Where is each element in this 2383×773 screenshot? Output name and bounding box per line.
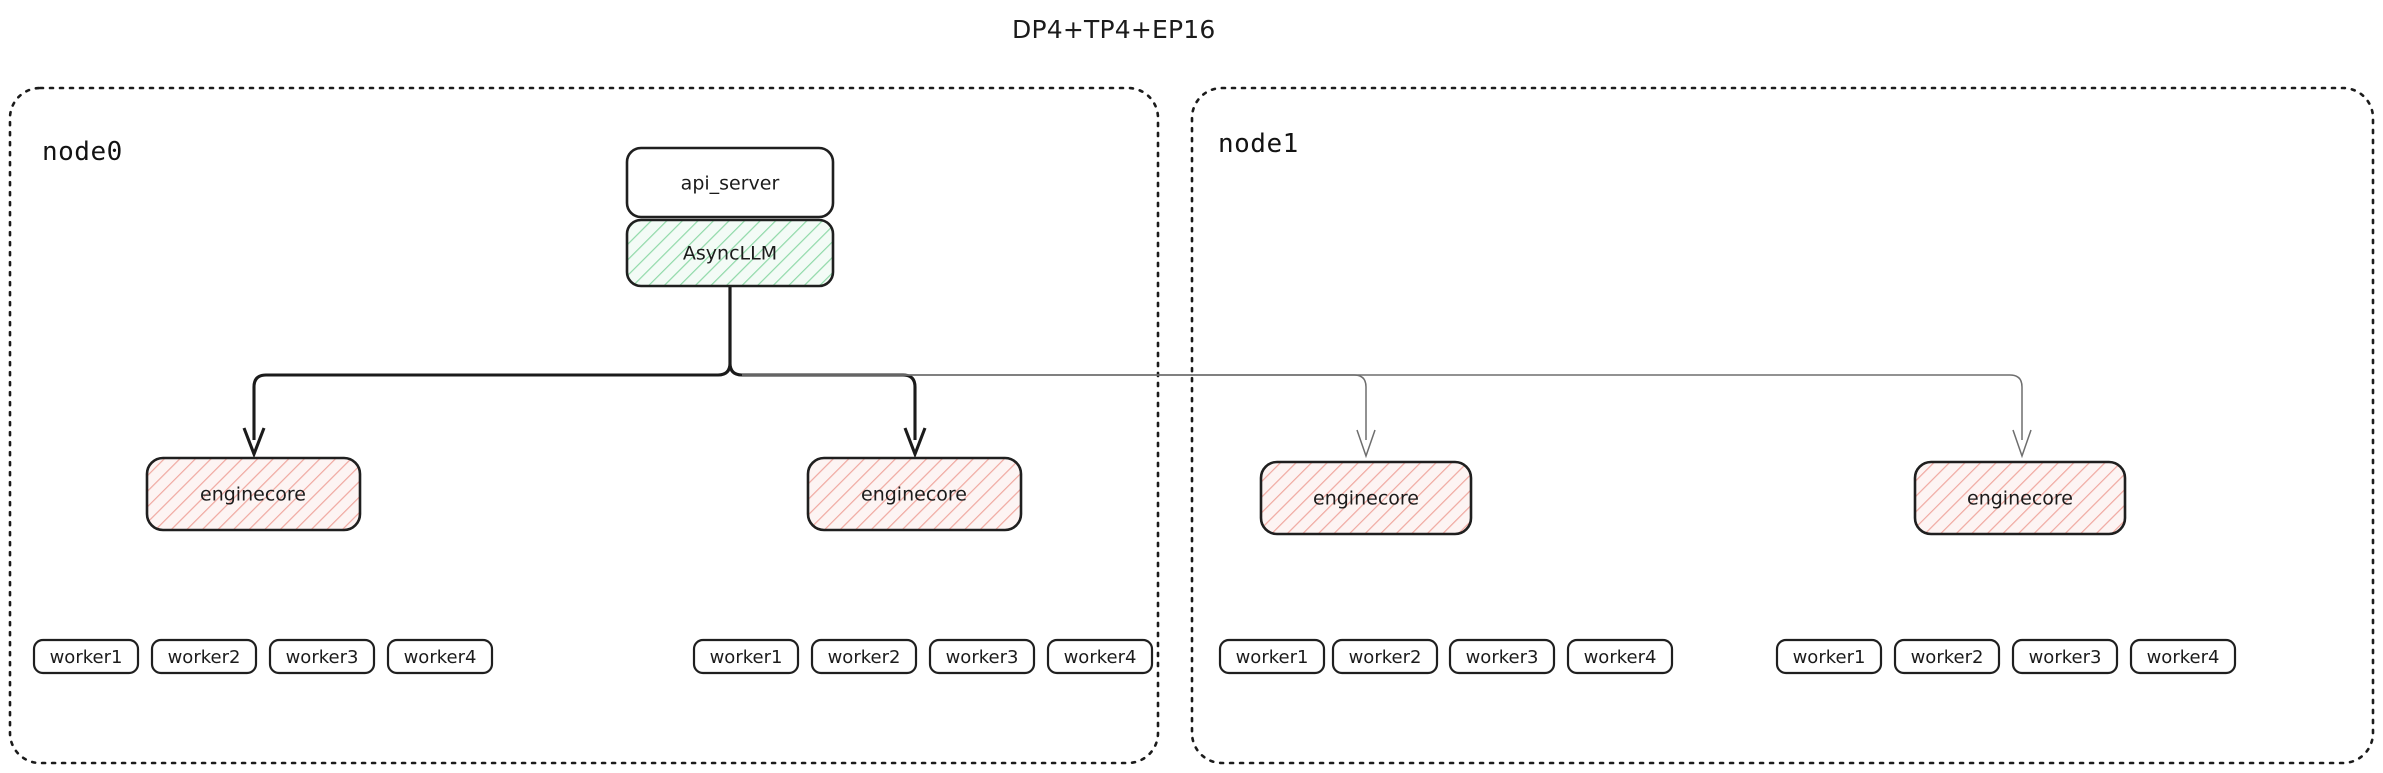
worker-box-rect[interactable]	[1046, 638, 1154, 675]
worker-group-node1-b: worker1 worker2 worker3 worker4	[1775, 638, 2237, 675]
edge-group	[242, 285, 2032, 459]
worker-box-rect[interactable]	[810, 638, 918, 675]
worker-label: worker4	[404, 647, 477, 668]
worker-box[interactable]: worker2	[1893, 638, 2001, 675]
arrowhead-node0-enginecore-right	[903, 427, 927, 459]
worker-label: worker2	[1911, 647, 1984, 668]
worker-box[interactable]: worker2	[1331, 638, 1439, 675]
worker-box[interactable]: worker2	[150, 638, 258, 675]
worker-box-rect[interactable]	[2011, 638, 2119, 675]
api-server-label: api_server	[681, 173, 780, 195]
worker-label: worker4	[2147, 647, 2220, 668]
worker-box[interactable]: worker1	[692, 638, 800, 675]
worker-group-node0-a: worker1 worker2 worker3 worker4	[32, 638, 494, 675]
node-api-server[interactable]: api_server	[625, 146, 835, 219]
arrowhead-node1-enginecore-right	[2012, 429, 2032, 459]
edge-to-node0-enginecore-right	[742, 373, 917, 440]
page-title: DP4+TP4+EP16	[1012, 15, 1215, 44]
worker-box[interactable]: worker3	[268, 638, 376, 675]
edge-asyncllm-stem-mirror	[717, 285, 732, 377]
node0-enginecore-left-label: enginecore	[200, 484, 306, 506]
node1-enginecore-left-label: enginecore	[1313, 488, 1419, 510]
subgraph-node0-label: node0	[42, 137, 123, 167]
worker-label: worker1	[1236, 647, 1309, 668]
worker-label: worker3	[946, 647, 1019, 668]
subgraph-node1-label: node1	[1218, 129, 1299, 159]
worker-box[interactable]: worker1	[32, 638, 140, 675]
worker-box[interactable]: worker4	[1046, 638, 1154, 675]
node0-enginecore-left-box[interactable]	[145, 456, 362, 532]
edge-to-node1-enginecore-right	[742, 374, 2023, 440]
worker-box-rect[interactable]	[1218, 638, 1326, 675]
worker-box[interactable]: worker1	[1218, 638, 1326, 675]
worker-box-rect[interactable]	[1775, 638, 1883, 675]
worker-box[interactable]: worker1	[1775, 638, 1883, 675]
worker-label: worker2	[1349, 647, 1422, 668]
worker-label: worker3	[1466, 647, 1539, 668]
worker-group-node0-b: worker1 worker2 worker3 worker4	[692, 638, 1154, 675]
node-node1-enginecore-right[interactable]: enginecore	[1913, 460, 2127, 536]
worker-box-rect[interactable]	[2129, 638, 2237, 675]
subgraph-node0-border	[8, 86, 1160, 765]
edge-to-node1-enginecore-left	[742, 374, 1367, 440]
arrowhead-node0-enginecore-left	[242, 427, 266, 459]
async-llm-label: AsyncLLM	[683, 243, 777, 265]
node0-enginecore-right-box[interactable]	[806, 456, 1023, 532]
worker-label: worker2	[168, 647, 241, 668]
worker-label: worker1	[50, 647, 123, 668]
worker-box-rect[interactable]	[1566, 638, 1674, 675]
async-llm-box-fill[interactable]	[625, 218, 835, 288]
node1-enginecore-left-box[interactable]	[1259, 460, 1473, 536]
edge-asyncllm-stem	[728, 285, 743, 377]
worker-box[interactable]: worker2	[810, 638, 918, 675]
worker-box[interactable]: worker4	[1566, 638, 1674, 675]
worker-box[interactable]: worker4	[386, 638, 494, 675]
worker-label: worker3	[2029, 647, 2102, 668]
worker-box-rect[interactable]	[32, 638, 140, 675]
worker-box-rect[interactable]	[1448, 638, 1556, 675]
worker-box[interactable]: worker4	[2129, 638, 2237, 675]
node0-enginecore-right-label: enginecore	[861, 484, 967, 506]
worker-box[interactable]: worker3	[2011, 638, 2119, 675]
worker-box-rect[interactable]	[1331, 638, 1439, 675]
subgraph-node1: node1	[1190, 86, 2375, 765]
node-node0-enginecore-left[interactable]: enginecore	[145, 456, 362, 532]
worker-label: worker4	[1584, 647, 1657, 668]
worker-label: worker3	[286, 647, 359, 668]
worker-box[interactable]: worker3	[1448, 638, 1556, 675]
edge-to-node0-enginecore-left	[252, 373, 718, 440]
worker-box-rect[interactable]	[150, 638, 258, 675]
worker-label: worker2	[828, 647, 901, 668]
node-async-llm[interactable]: AsyncLLM	[625, 218, 835, 288]
node-node0-enginecore-right[interactable]: enginecore	[806, 456, 1023, 532]
worker-box[interactable]: worker3	[928, 638, 1036, 675]
node1-enginecore-right-label: enginecore	[1967, 488, 2073, 510]
worker-group-node1-a: worker1 worker2 worker3 worker4	[1218, 638, 1674, 675]
node1-enginecore-right-box[interactable]	[1913, 460, 2127, 536]
node-node1-enginecore-left[interactable]: enginecore	[1259, 460, 1473, 536]
worker-label: worker1	[710, 647, 783, 668]
api-server-box[interactable]	[625, 146, 835, 219]
worker-box-rect[interactable]	[1893, 638, 2001, 675]
subgraph-node0: node0	[8, 86, 1160, 765]
worker-label: worker4	[1064, 647, 1137, 668]
arrowhead-node1-enginecore-left	[1356, 429, 1376, 459]
worker-box-rect[interactable]	[928, 638, 1036, 675]
worker-label: worker1	[1793, 647, 1866, 668]
worker-box-rect[interactable]	[386, 638, 494, 675]
worker-box-rect[interactable]	[692, 638, 800, 675]
subgraph-node1-border	[1190, 86, 2375, 765]
worker-box-rect[interactable]	[268, 638, 376, 675]
